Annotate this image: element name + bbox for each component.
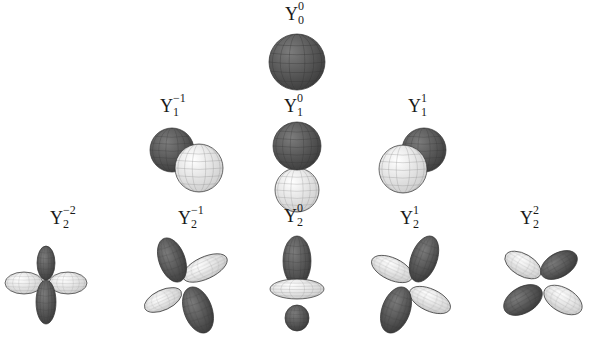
harmonic-symbol: Y [284,206,297,227]
harmonic-symbol: Y [408,96,421,117]
light-lobe [500,245,546,284]
light-torus [270,279,324,299]
degree-subscript: 0 [298,14,304,28]
dark-lobe [37,246,55,280]
dark-lobe [283,236,311,286]
order-superscript: −1 [173,92,186,106]
harmonic-symbol: Y [284,96,297,117]
order-superscript: 1 [421,92,427,106]
dark-lobe [177,283,220,338]
order-superscript: 1 [413,204,419,218]
light-lobe [175,144,223,192]
order-superscript: 0 [298,0,304,14]
order-superscript: −2 [63,204,76,218]
order-superscript: 0 [297,92,303,106]
dark-lobe [404,232,445,286]
degree-subscript: 1 [421,106,427,120]
dark-lobe [269,34,325,90]
harmonic-symbol: Y [178,208,191,229]
harmonic-symbol: Y [400,208,413,229]
light-lobe [539,279,587,321]
harmonic-symbol: Y [285,4,298,25]
degree-subscript: 2 [191,218,197,232]
light-lobe [141,282,186,317]
degree-subscript: 2 [413,218,419,232]
dark-lobe [273,122,321,170]
degree-subscript: 1 [297,106,303,120]
dark-lobe [498,278,547,322]
order-superscript: 0 [297,202,303,216]
order-superscript: −1 [191,204,204,218]
dark-lobe [152,234,192,286]
dark-lobe [36,280,56,324]
dark-lobe [536,245,583,286]
harmonic-symbol: Y [520,208,533,229]
degree-subscript: 2 [533,218,539,232]
degree-subscript: 2 [297,216,303,230]
light-lobe [379,145,427,193]
degree-subscript: 2 [63,218,69,232]
dark-lobe [375,283,418,338]
harmonic-symbol: Y [160,96,173,117]
light-lobe [405,281,454,320]
degree-subscript: 1 [173,106,179,120]
dark-lobe [285,305,309,331]
harmonic-symbol: Y [50,208,63,229]
order-superscript: 2 [533,204,539,218]
